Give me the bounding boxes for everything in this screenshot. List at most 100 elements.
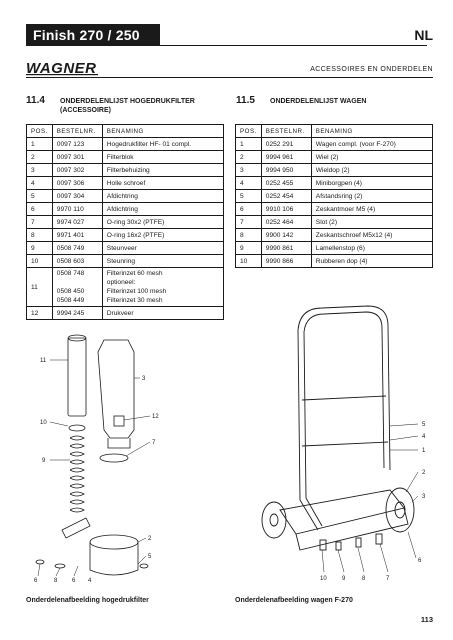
callout-10: 10 bbox=[320, 576, 327, 582]
section-rule bbox=[26, 77, 433, 78]
filter-housing-neck bbox=[107, 438, 131, 449]
order-number-line: 0508 748 bbox=[56, 270, 85, 277]
callout-6b: 6 bbox=[72, 578, 76, 584]
right-wheel bbox=[385, 487, 415, 533]
cell-order-number: 0508 749 bbox=[51, 241, 103, 255]
left-title-line1: ONDERDELENLIJST HOGEDRUKFILTER bbox=[60, 98, 195, 105]
column-header-pos: POS. bbox=[26, 124, 53, 138]
cell-order-number: 0097 304 bbox=[51, 189, 103, 203]
cell-order-number: 0508 748 0508 450 0508 449 bbox=[51, 267, 103, 307]
cell-pos: 3 bbox=[26, 163, 53, 177]
pressure-spring bbox=[113, 415, 125, 427]
description-line: Filterinzet 100 mesh bbox=[106, 288, 167, 295]
cart-handle bbox=[297, 305, 391, 471]
filter-insert-top bbox=[67, 334, 87, 342]
cart-exploded-drawing: 5 4 1 2 3 6 10 9 8 7 bbox=[261, 305, 426, 582]
cell-pos: 7 bbox=[235, 215, 262, 229]
cell-pos: 2 bbox=[26, 150, 53, 164]
cell-description: Zeskantmoer M5 (4) bbox=[310, 202, 434, 216]
cell-description: Zeskantschroef M5x12 (4) bbox=[310, 228, 434, 242]
cell-pos: 4 bbox=[26, 176, 53, 190]
cell-description: Rubberen dop (4) bbox=[310, 254, 434, 268]
cell-description: Filterinzet 60 mesh optioneel: Filterinz… bbox=[101, 267, 225, 307]
cell-description: Afdichtring bbox=[101, 189, 225, 203]
cell-order-number: 9970 110 bbox=[51, 202, 103, 216]
cell-pos: 2 bbox=[235, 150, 262, 164]
cell-order-number: 9910 106 bbox=[260, 202, 312, 216]
cell-order-number: 9994 961 bbox=[260, 150, 312, 164]
description-line: Filterinzet 30 mesh bbox=[106, 297, 163, 304]
sealing-ring-right bbox=[139, 563, 149, 569]
cell-description: Lamellenstop (6) bbox=[310, 241, 434, 255]
callout-12: 12 bbox=[152, 414, 159, 420]
column-header-order-number: BESTELNR. bbox=[260, 124, 312, 138]
callout-6: 6 bbox=[418, 558, 422, 564]
cell-order-number: 0097 123 bbox=[51, 137, 103, 151]
cart-base bbox=[279, 489, 405, 535]
cell-pos: 10 bbox=[235, 254, 262, 268]
cell-description: Wieldop (2) bbox=[310, 163, 434, 177]
table-row: 11 0508 748 0508 450 0508 449 Filterinze… bbox=[26, 267, 225, 307]
language-code: NL bbox=[414, 27, 433, 43]
callout-9: 9 bbox=[42, 458, 46, 464]
callout-8: 8 bbox=[362, 576, 366, 582]
cell-pos: 8 bbox=[235, 228, 262, 242]
cell-description: Drukveer bbox=[101, 306, 225, 320]
cell-description: O-ring 16x2 (PTFE) bbox=[101, 228, 225, 242]
callout-8: 8 bbox=[54, 578, 58, 584]
column-header-description: BENAMING bbox=[101, 124, 225, 138]
right-wheel-cap bbox=[394, 501, 406, 519]
cart-base-edge bbox=[295, 507, 409, 551]
callout-5: 5 bbox=[148, 554, 152, 560]
cell-pos: 11 bbox=[26, 267, 53, 307]
cell-description: Wagen compl. (voor F-270) bbox=[310, 137, 434, 151]
support-spring bbox=[69, 435, 85, 513]
cell-description: Afstandsring (2) bbox=[310, 189, 434, 203]
cell-order-number: 0097 306 bbox=[51, 176, 103, 190]
callout-5: 5 bbox=[422, 422, 426, 428]
cell-pos: 8 bbox=[26, 228, 53, 242]
left-section-title: ONDERDELENLIJST HOGEDRUKFILTER (ACCESSOI… bbox=[60, 97, 195, 115]
page-number: 113 bbox=[420, 615, 433, 624]
callout-2: 2 bbox=[148, 536, 152, 542]
cell-pos: 5 bbox=[26, 189, 53, 203]
blank-line bbox=[57, 278, 98, 287]
description-line: Filterinzet 60 mesh bbox=[106, 270, 163, 277]
rubber-cap bbox=[319, 539, 327, 551]
callout-11: 11 bbox=[40, 358, 47, 364]
cell-description: Steunveer bbox=[101, 241, 225, 255]
left-section-number: 11.4 bbox=[26, 95, 45, 106]
callout-7: 7 bbox=[152, 440, 156, 446]
cell-description: Filterbehuizing bbox=[101, 163, 225, 177]
right-figure-caption: Onderdelenafbeelding wagen F-270 bbox=[235, 597, 353, 604]
filter-exploded-drawing: 11 3 10 12 7 9 2 5 6 8 6 4 bbox=[34, 334, 159, 584]
cell-description: Hogedrukfilter HF- 01 compl. bbox=[101, 137, 225, 151]
svg-text:WAGNER: WAGNER bbox=[26, 60, 97, 76]
section-label: ACCESSOIRES EN ONDERDELEN bbox=[310, 66, 433, 73]
cell-description: Afdichtring bbox=[101, 202, 225, 216]
callout-6: 6 bbox=[34, 578, 38, 584]
cell-order-number: 0097 302 bbox=[51, 163, 103, 177]
order-number-line: 0508 450 bbox=[56, 288, 85, 295]
cell-pos: 3 bbox=[235, 163, 262, 177]
callout-3: 3 bbox=[142, 376, 146, 382]
wagner-logo: WAGNER bbox=[26, 60, 106, 81]
cart-handle-inner bbox=[303, 311, 385, 469]
header-rule bbox=[160, 45, 427, 46]
